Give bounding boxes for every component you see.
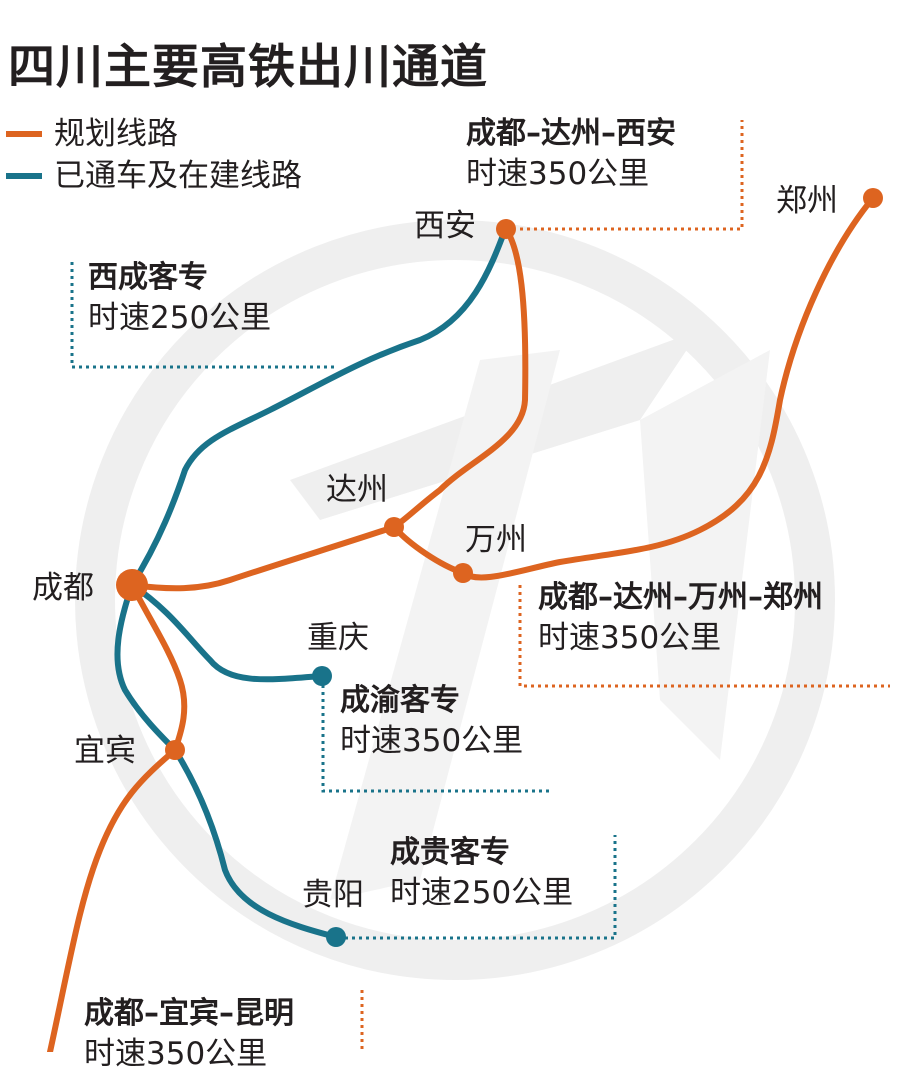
route-speed: 时速350公里 (466, 156, 650, 192)
route-name: 成都–达州–万州–郑州 (538, 580, 823, 615)
watermark-logo (75, 220, 835, 980)
rail-map (47, 120, 890, 1052)
route-name: 成都–宜宾–昆明 (84, 996, 294, 1031)
route-chenggui: 成贵客专 时速250公里 (390, 833, 573, 913)
route-speed: 时速350公里 (84, 1036, 268, 1072)
route-xicheng: 西成客专 时速250公里 (88, 258, 271, 338)
legend-label: 规划线路 (54, 116, 178, 152)
route-speed: 时速350公里 (538, 620, 722, 656)
city-dot-xian[interactable] (496, 219, 516, 239)
legend-label: 已通车及在建线路 (54, 158, 302, 194)
line-wanzhou-zhengzhou (460, 195, 876, 581)
leader-zhengzhou (518, 585, 890, 688)
city-label-xian: 西安 (414, 208, 476, 244)
route-chengdu-yibin-kunming: 成都–宜宾–昆明 时速350公里 (84, 994, 294, 1074)
line-yibin-kunming (47, 747, 178, 1052)
legend-item-planned: 规划线路 (6, 113, 302, 155)
line-chenggui (114, 582, 339, 940)
route-name: 成贵客专 (390, 835, 510, 870)
route-chengdu-dazhou-wanzhou-zhengzhou: 成都–达州–万州–郑州 时速350公里 (538, 578, 823, 658)
route-chengdu-dazhou-xian: 成都–达州–西安 时速350公里 (466, 114, 676, 194)
city-dot-zhengzhou[interactable] (863, 188, 883, 208)
leader-xicheng (70, 262, 335, 369)
line-xian-dazhou (391, 226, 529, 530)
route-name: 西成客专 (88, 260, 208, 295)
line-chengdu-dazhou (129, 524, 397, 592)
city-dot-guiyang[interactable] (326, 927, 346, 947)
line-chengdu-yibin (129, 582, 188, 753)
city-dot-dazhou[interactable] (384, 517, 404, 537)
leader-chongqing (321, 685, 550, 793)
legend-item-existing: 已通车及在建线路 (6, 155, 302, 197)
city-dot-yibin[interactable] (165, 740, 185, 760)
route-speed: 时速350公里 (340, 723, 524, 759)
line-xicheng (129, 227, 508, 588)
city-label-yibin: 宜宾 (74, 733, 136, 769)
city-dot-chongqing[interactable] (312, 666, 332, 686)
city-label-guiyang: 贵阳 (302, 877, 364, 913)
route-speed: 时速250公里 (88, 300, 272, 336)
city-label-wanzhou: 万州 (465, 522, 527, 558)
teal-line-icon (6, 173, 42, 179)
route-chengyu: 成渝客专 时速350公里 (340, 681, 523, 761)
city-label-chongqing: 重庆 (307, 620, 369, 656)
orange-line-icon (6, 131, 42, 137)
route-name: 成都–达州–西安 (466, 116, 676, 151)
leader-guiyang (345, 835, 617, 940)
city-label-dazhou: 达州 (326, 472, 388, 508)
city-dot-chengdu[interactable] (116, 569, 148, 601)
city-dot-wanzhou[interactable] (453, 563, 473, 583)
city-label-zhengzhou: 郑州 (776, 183, 838, 219)
route-speed: 时速250公里 (390, 875, 574, 911)
leader-xian (520, 120, 744, 231)
page-title: 四川主要高铁出川通道 (8, 40, 488, 95)
line-chengyu (129, 582, 325, 683)
route-name: 成渝客专 (340, 683, 460, 718)
city-label-chengdu: 成都 (32, 570, 94, 606)
legend: 规划线路 已通车及在建线路 (6, 113, 302, 197)
